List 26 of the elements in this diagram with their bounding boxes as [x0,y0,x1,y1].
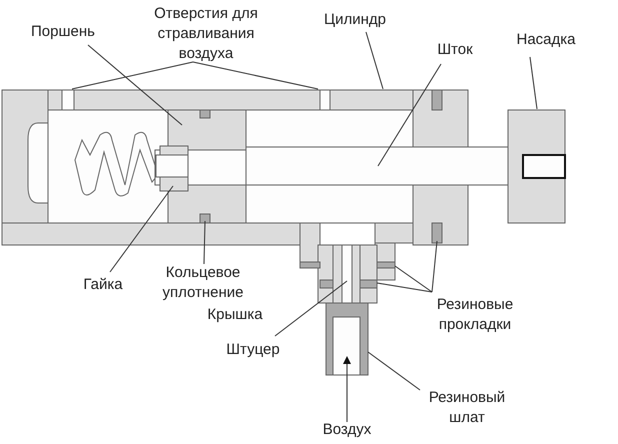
part-label: Резиновый шлат [428,388,506,428]
leader-line [72,62,194,90]
leader-line [530,56,538,110]
leader-line [376,282,432,292]
part-label: Гайка [83,275,123,295]
leader-line [88,44,182,126]
part-label: Кольцевое уплотнение [161,263,245,303]
arrow [343,356,351,422]
leader-line [204,220,206,264]
leader-line [432,240,438,292]
part-label: Цилиндр [324,10,386,30]
part-label: Шток [437,40,473,60]
leader-line [192,62,318,90]
part-label: Крышка [206,305,264,325]
leader-line [368,352,420,390]
leader-line [394,266,432,292]
leader-line [366,32,384,90]
leader-line [274,280,348,336]
leader-line [110,186,174,272]
part-label: Насадка [516,30,576,50]
part-label: Отверстия для стравливания воздуха [153,4,259,64]
part-label: Воздух [322,420,372,440]
part-label: Штуцер [226,340,280,360]
part-label: Поршень [31,22,95,42]
leader-line [378,64,442,166]
part-label: Резиновые прокладки [436,295,514,335]
